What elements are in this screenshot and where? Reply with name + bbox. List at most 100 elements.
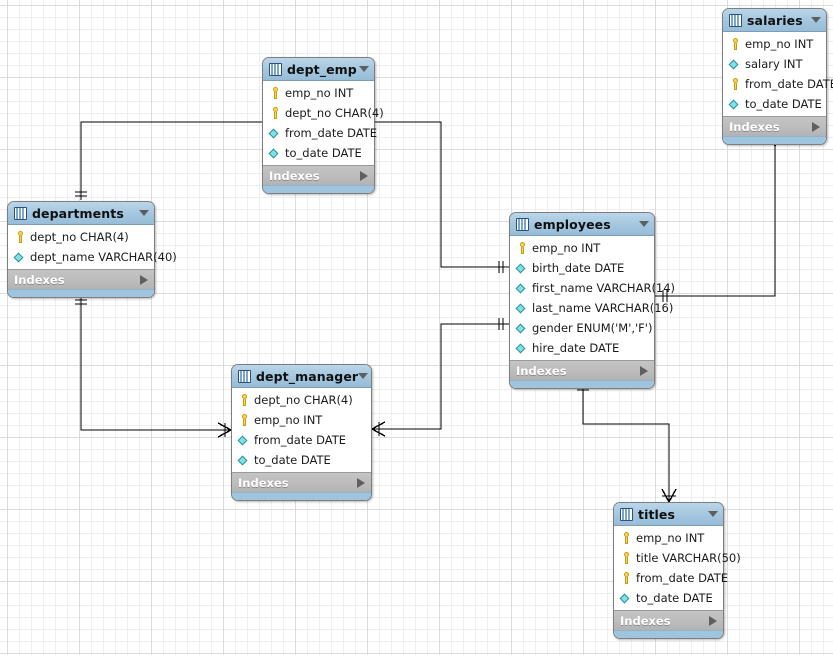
column-row[interactable]: from_date DATE bbox=[263, 123, 377, 143]
column-label: to_date DATE bbox=[285, 146, 362, 160]
chevron-down-icon[interactable] bbox=[358, 373, 369, 379]
indexes-section-titles[interactable]: Indexes bbox=[614, 610, 723, 630]
chevron-right-icon[interactable] bbox=[812, 121, 820, 132]
column-list: dept_no CHAR(4) dept_name VARCHAR(40) bbox=[8, 225, 177, 269]
table-icon bbox=[14, 206, 27, 220]
column-row[interactable]: to_date DATE bbox=[232, 450, 371, 470]
table-footer bbox=[723, 136, 826, 144]
key-icon bbox=[238, 394, 250, 406]
column-row[interactable]: title VARCHAR(50) bbox=[614, 548, 741, 568]
table-icon bbox=[238, 369, 251, 383]
column-row[interactable]: to_date DATE bbox=[263, 143, 374, 163]
column-row[interactable]: hire_date DATE bbox=[510, 338, 654, 358]
chevron-right-icon[interactable] bbox=[140, 274, 148, 285]
table-header-dept_manager[interactable]: dept_manager bbox=[232, 365, 371, 388]
column-label: from_date DATE bbox=[745, 77, 833, 91]
chevron-down-icon[interactable] bbox=[639, 221, 649, 227]
indexes-section-dept_manager[interactable]: Indexes bbox=[232, 472, 371, 492]
key-icon bbox=[620, 532, 632, 544]
column-label: from_date DATE bbox=[254, 433, 347, 447]
indexes-label: Indexes bbox=[729, 119, 780, 134]
column-list: emp_no INT birth_date DATE first_name VARC… bbox=[510, 236, 675, 360]
chevron-down-icon[interactable] bbox=[811, 17, 821, 23]
column-row[interactable]: emp_no INT bbox=[232, 410, 371, 430]
indexes-section-departments[interactable]: Indexes bbox=[8, 269, 154, 289]
column-label: to_date DATE bbox=[745, 97, 822, 111]
key-icon bbox=[516, 242, 528, 254]
column-row[interactable]: emp_no INT bbox=[263, 83, 374, 103]
table-header-salaries[interactable]: salaries bbox=[723, 9, 826, 32]
column-row[interactable]: birth_date DATE bbox=[510, 258, 654, 278]
column-row[interactable]: dept_no CHAR(4) bbox=[232, 390, 371, 410]
column-row[interactable]: dept_no CHAR(4) bbox=[263, 103, 384, 123]
table-footer bbox=[510, 380, 654, 388]
chevron-right-icon[interactable] bbox=[640, 365, 648, 376]
table-node-departments[interactable]: departments dept_no CHAR(4) dept_name VARC… bbox=[7, 201, 177, 298]
indexes-section-salaries[interactable]: Indexes bbox=[723, 116, 826, 136]
column-label: to_date DATE bbox=[636, 591, 713, 605]
indexes-section-dept_emp[interactable]: Indexes bbox=[263, 165, 374, 185]
chevron-down-icon[interactable] bbox=[359, 66, 369, 72]
column-row[interactable]: to_date DATE bbox=[723, 94, 826, 114]
column-row[interactable]: dept_name VARCHAR(40) bbox=[8, 247, 177, 267]
diamond-icon bbox=[516, 302, 528, 314]
table-header-titles[interactable]: titles bbox=[614, 503, 723, 526]
table-header-employees[interactable]: employees bbox=[510, 213, 654, 236]
column-label: emp_no INT bbox=[254, 413, 323, 427]
key-icon bbox=[14, 231, 26, 243]
column-row[interactable]: emp_no INT bbox=[614, 528, 723, 548]
column-row[interactable]: from_date DATE bbox=[232, 430, 371, 450]
key-icon bbox=[729, 38, 741, 50]
table-node-dept_manager[interactable]: dept_manager dept_no CHAR(4) emp_no INT fro… bbox=[231, 364, 372, 501]
column-list: emp_no INT title VARCHAR(50) from_date DAT… bbox=[614, 526, 741, 610]
column-label: gender ENUM('M','F') bbox=[532, 321, 653, 335]
indexes-section-employees[interactable]: Indexes bbox=[510, 360, 654, 380]
diamond-icon bbox=[729, 98, 741, 110]
column-row[interactable]: to_date DATE bbox=[614, 588, 723, 608]
column-row[interactable]: gender ENUM('M','F') bbox=[510, 318, 654, 338]
column-label: birth_date DATE bbox=[532, 261, 625, 275]
table-icon bbox=[516, 217, 529, 231]
table-footer bbox=[232, 492, 371, 500]
column-label: title VARCHAR(50) bbox=[636, 551, 741, 565]
relationship-employees-dept_emp bbox=[375, 121, 509, 273]
chevron-right-icon[interactable] bbox=[709, 615, 717, 626]
column-label: dept_name VARCHAR(40) bbox=[30, 250, 177, 264]
column-row[interactable]: emp_no INT bbox=[510, 238, 654, 258]
column-row[interactable]: salary INT bbox=[723, 54, 826, 74]
column-list: dept_no CHAR(4) emp_no INT from_date DATE t… bbox=[232, 388, 371, 472]
indexes-label: Indexes bbox=[238, 475, 289, 490]
column-label: dept_no CHAR(4) bbox=[30, 230, 129, 244]
key-icon bbox=[620, 572, 632, 584]
key-icon bbox=[620, 552, 632, 564]
key-icon bbox=[269, 107, 281, 119]
column-row[interactable]: from_date DATE bbox=[614, 568, 728, 588]
column-label: salary INT bbox=[745, 57, 803, 71]
column-label: first_name VARCHAR(14) bbox=[532, 281, 676, 295]
column-list: emp_no INT salary INT from_date DATE to_dat… bbox=[723, 32, 833, 116]
chevron-down-icon[interactable] bbox=[708, 511, 718, 517]
column-label: to_date DATE bbox=[254, 453, 331, 467]
column-row[interactable]: first_name VARCHAR(14) bbox=[510, 278, 675, 298]
column-row[interactable]: dept_no CHAR(4) bbox=[8, 227, 154, 247]
column-row[interactable]: emp_no INT bbox=[723, 34, 826, 54]
column-label: from_date DATE bbox=[636, 571, 729, 585]
diamond-icon bbox=[516, 262, 528, 274]
table-header-departments[interactable]: departments bbox=[8, 202, 154, 225]
diamond-icon bbox=[729, 58, 741, 70]
chevron-right-icon[interactable] bbox=[360, 170, 368, 181]
chevron-down-icon[interactable] bbox=[139, 210, 149, 216]
chevron-right-icon[interactable] bbox=[357, 477, 365, 488]
column-label: dept_no CHAR(4) bbox=[254, 393, 353, 407]
column-row[interactable]: last_name VARCHAR(16) bbox=[510, 298, 673, 318]
column-row[interactable]: from_date DATE bbox=[723, 74, 833, 94]
column-label: last_name VARCHAR(16) bbox=[532, 301, 674, 315]
table-header-dept_emp[interactable]: dept_emp bbox=[263, 58, 374, 81]
indexes-label: Indexes bbox=[14, 272, 65, 287]
